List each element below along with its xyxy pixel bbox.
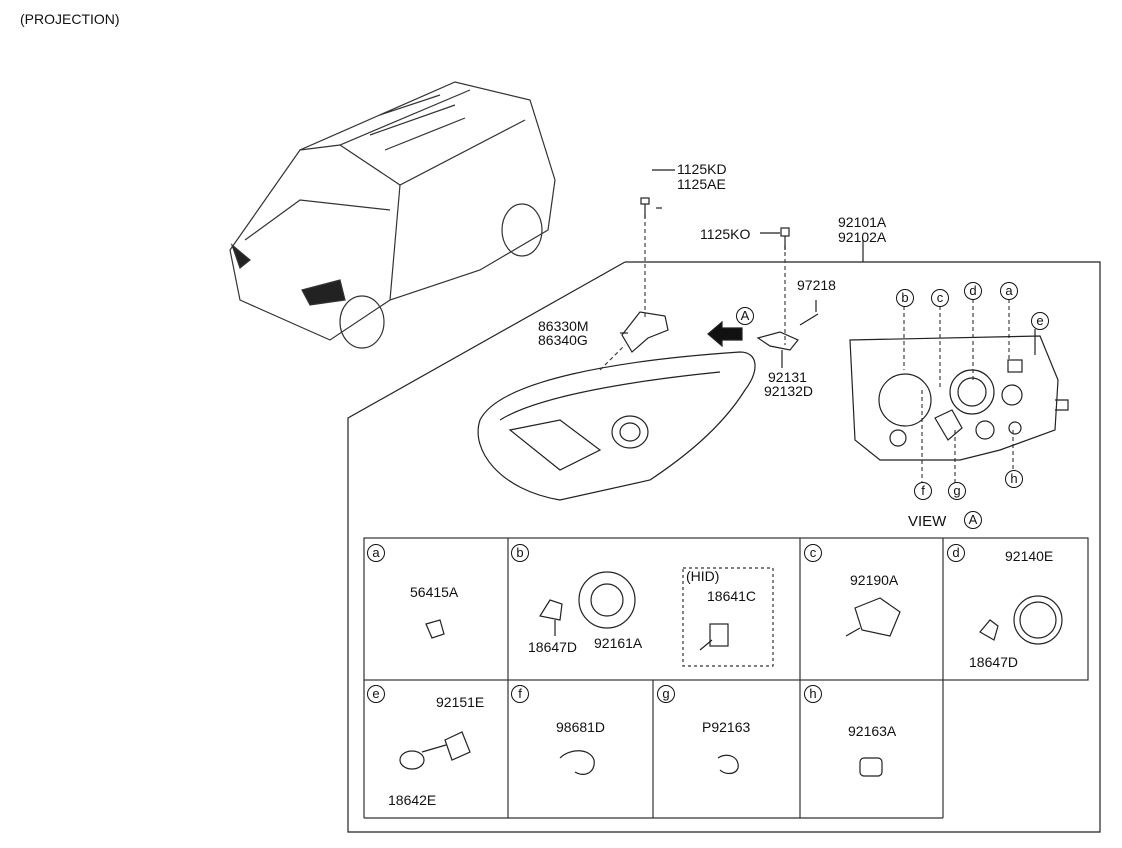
part-label[interactable]: 92163A: [848, 723, 897, 739]
part-label[interactable]: 1125AE: [677, 176, 726, 192]
part-label[interactable]: 92101A: [838, 214, 887, 230]
part-label[interactable]: 18647D: [528, 639, 578, 655]
cell-letter-c: c: [804, 544, 822, 562]
part-label[interactable]: 86340G: [538, 332, 588, 348]
part-label[interactable]: 1125KO: [700, 226, 751, 242]
part-label[interactable]: 18641C: [707, 588, 757, 604]
view-arrow: [707, 320, 743, 348]
car-illustration: [229, 81, 556, 349]
bolts: [640, 197, 819, 326]
assembly-frame: [347, 261, 1101, 833]
part-label[interactable]: 92190A: [850, 572, 899, 588]
bracket-86330M: [621, 311, 669, 353]
view-label: VIEW: [908, 513, 947, 530]
part-label[interactable]: 92151E: [436, 694, 485, 710]
part-label[interactable]: 92140E: [1005, 548, 1054, 564]
part-label[interactable]: P92163: [702, 719, 751, 735]
part-label[interactable]: 92132D: [764, 383, 814, 399]
diagram-title: (PROJECTION): [20, 11, 120, 27]
part-label[interactable]: 56415A: [410, 584, 459, 600]
headlamp-rear-view: [849, 335, 1069, 461]
clip-92131: [756, 331, 799, 351]
callout-h[interactable]: h: [1005, 470, 1023, 488]
cell-part-drawings: [399, 571, 1063, 777]
callout-f[interactable]: f: [914, 482, 932, 500]
cell-letter-d: d: [947, 544, 965, 562]
cell-letter-g: g: [657, 685, 675, 703]
part-label[interactable]: 86330M: [538, 318, 589, 334]
view-ref-circle: A: [736, 307, 754, 325]
cell-letter-b: b: [511, 544, 529, 562]
cell-letter-f: f: [511, 685, 529, 703]
part-label[interactable]: 92131: [768, 369, 807, 385]
callout-b[interactable]: b: [896, 289, 914, 307]
part-label[interactable]: 92161A: [594, 635, 643, 651]
part-label[interactable]: 98681D: [556, 719, 606, 735]
callout-g[interactable]: g: [948, 482, 966, 500]
cell-letter-e: e: [367, 685, 385, 703]
callout-d[interactable]: d: [964, 282, 982, 300]
cell-letter-a: a: [367, 544, 385, 562]
view-ref-circle: A: [964, 511, 982, 529]
part-label[interactable]: 18647D: [969, 654, 1019, 670]
part-label[interactable]: 18642E: [388, 792, 437, 808]
hid-label: (HID): [686, 568, 720, 584]
callout-e[interactable]: e: [1031, 312, 1049, 330]
part-label[interactable]: 1125KD: [677, 161, 727, 177]
cell-letter-h: h: [804, 685, 822, 703]
part-label[interactable]: 92102A: [838, 229, 887, 245]
callout-c[interactable]: c: [931, 289, 949, 307]
parts-grid: [363, 537, 1089, 819]
headlamp-front: [477, 351, 756, 501]
part-label[interactable]: 97218: [797, 277, 836, 293]
callout-a[interactable]: a: [1000, 282, 1018, 300]
